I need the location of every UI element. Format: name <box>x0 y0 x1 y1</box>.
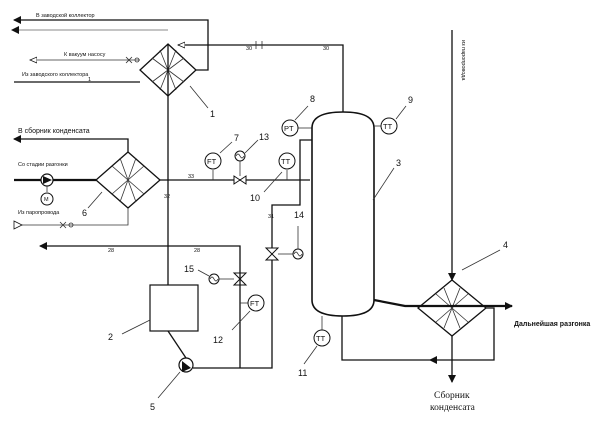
temperature-transmitter-tt-10 <box>278 152 296 170</box>
distillation-column-3 <box>311 111 375 317</box>
pump-discharge-line <box>193 285 273 369</box>
ft-top-label: FT <box>207 157 217 166</box>
label-number-13: 13 <box>259 132 269 142</box>
steam-to-hx6 <box>14 208 129 226</box>
vapor-line-30 <box>178 45 344 112</box>
from-distillation-label: Со стадии разгонки <box>18 162 68 168</box>
motor-label: M <box>44 197 49 203</box>
leader-2 <box>121 319 151 335</box>
label-number-1: 1 <box>210 109 215 119</box>
fitting-icon <box>134 57 140 63</box>
feed-control-valve-icon <box>233 175 247 185</box>
reflux-line-31 <box>271 139 312 285</box>
receiver-vessel-2 <box>149 284 199 332</box>
heat-exchanger-6 <box>95 151 161 209</box>
leader-4 <box>461 249 501 271</box>
bottoms-to-further-distillation <box>373 298 513 310</box>
temperature-transmitter-tt-9 <box>380 117 398 135</box>
label-number-5: 5 <box>150 402 155 412</box>
label-number-8: 8 <box>310 94 315 104</box>
leader-1 <box>189 85 209 109</box>
to-condensate-collector-stream <box>13 135 129 152</box>
flow-transmitter-ft-7 <box>204 152 222 170</box>
label-number-3: 3 <box>396 158 401 168</box>
label-number-12: 12 <box>213 335 223 345</box>
label-number-4: 4 <box>503 240 508 250</box>
motor-icon <box>40 192 54 206</box>
label-number-10: 10 <box>250 193 260 203</box>
condensate-collector-label-1: Сборник <box>434 390 470 401</box>
reflux-control-valve-icon <box>264 247 280 261</box>
from-steam-line-vertical-label: из паропровода <box>460 40 466 81</box>
leader-6 <box>87 191 103 209</box>
line-code-30-a: 30 <box>246 46 252 52</box>
from-plant-collector-label: Из заводского коллектора <box>22 72 89 78</box>
line-code-33: 33 <box>188 174 194 180</box>
valve-icon <box>125 56 133 64</box>
further-distillation-label: Дальнейшая разгонка <box>514 320 590 328</box>
pump-arrow-icon <box>43 176 52 184</box>
temperature-transmitter-tt-11 <box>313 329 331 347</box>
label-number-11: 11 <box>298 368 307 378</box>
pressure-transmitter-pt-8 <box>281 119 299 137</box>
pt-label: PT <box>284 124 294 133</box>
leader-5 <box>157 371 181 399</box>
from-steam-line-label: Из паропровода <box>18 210 60 216</box>
to-vacuum-pump-label: К вакуум насосу <box>64 52 106 58</box>
condensate-collector-label-2: конденсата <box>430 403 476 413</box>
steam-valve-icon <box>59 221 67 229</box>
ft-bottom-label: FT <box>250 299 260 308</box>
label-number-6: 6 <box>82 208 87 218</box>
to-vacuum-pump-stream: К вакуум насосу <box>30 52 140 63</box>
tt-bottom-label: TT <box>316 334 326 343</box>
from-plant-collector-stream: Из заводского коллектора 1 <box>14 72 140 83</box>
label-number-15: 15 <box>184 264 194 274</box>
tt-right-label: TT <box>383 122 393 131</box>
reboiler-4 <box>416 279 488 337</box>
line-code-31: 31 <box>268 214 274 220</box>
to-condensate-collector-label: В сборник конденсата <box>18 127 90 135</box>
line-code-28-a: 28 <box>108 248 114 254</box>
label-number-9: 9 <box>408 95 413 105</box>
label-number-14: 14 <box>294 210 304 220</box>
label-number-7: 7 <box>234 133 239 143</box>
heat-exchanger-1 <box>139 43 197 97</box>
to-plant-collector-label: В заводской коллектор <box>36 12 95 19</box>
tt-left-label: TT <box>281 157 291 166</box>
hx1-top-outlet <box>196 57 209 71</box>
steam-inlet-icon <box>13 220 23 230</box>
line-28 <box>39 242 241 256</box>
line-code-1: 1 <box>88 77 91 83</box>
reboiler-return-loop <box>341 307 495 361</box>
leader-3 <box>372 167 395 201</box>
pump-5-arrow-icon <box>182 361 191 372</box>
line-code-28-b: 28 <box>194 248 200 254</box>
line-code-32: 32 <box>164 194 170 200</box>
flow-transmitter-ft-12 <box>247 294 265 312</box>
to-plant-collector-stream: В заводской коллектор <box>13 12 209 57</box>
label-number-2: 2 <box>108 332 113 342</box>
line-code-30-b: 30 <box>323 46 329 52</box>
